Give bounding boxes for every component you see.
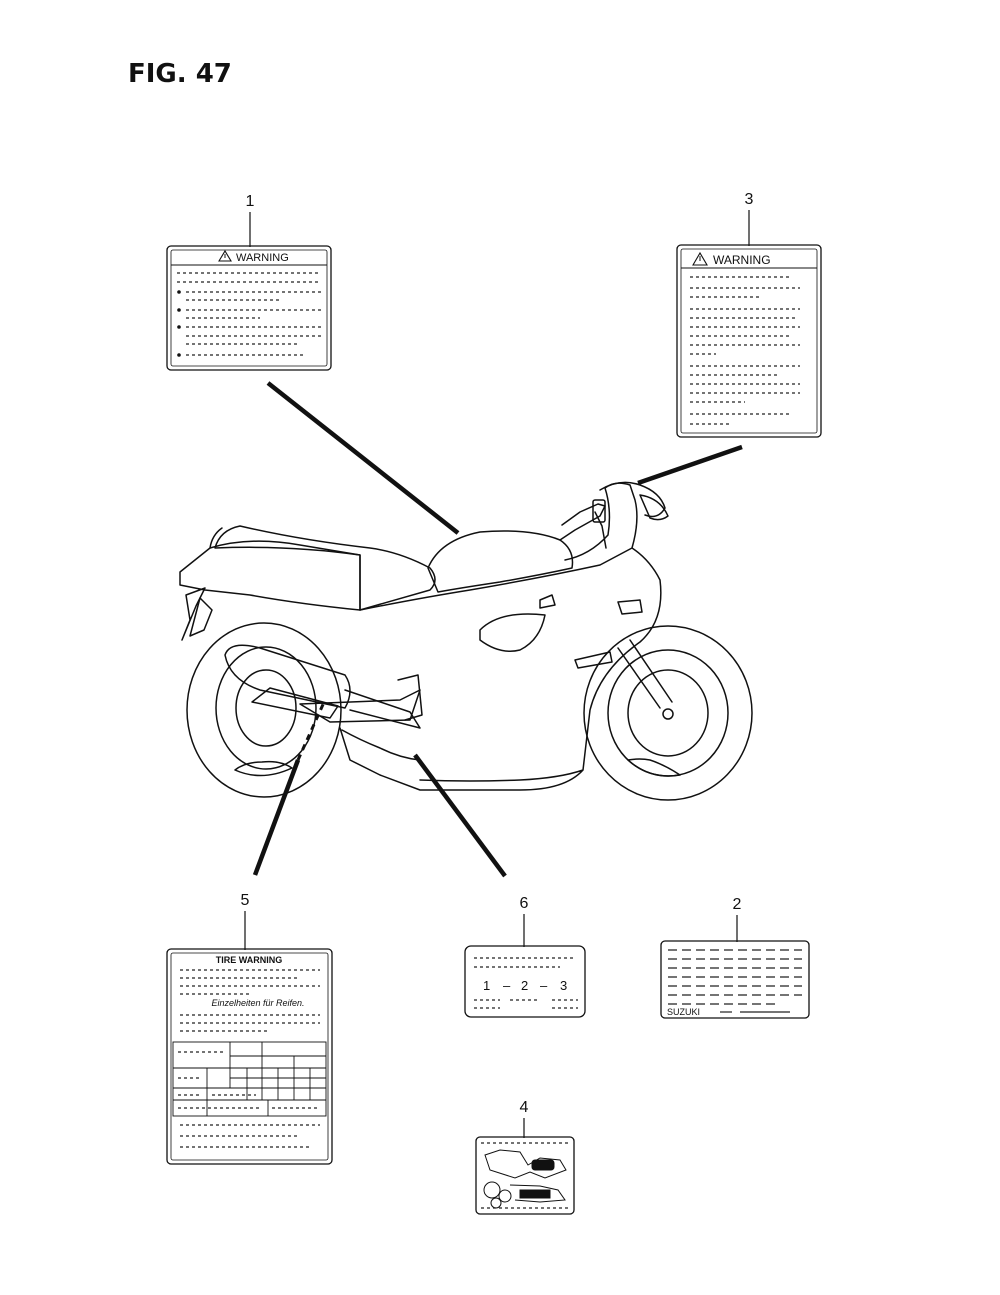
warning-triangle-icon (692, 251, 708, 266)
label-1-outline (166, 245, 332, 371)
label-3-heading: WARNING (713, 253, 771, 267)
label-1-group[interactable]: 1 WARNING (166, 193, 332, 371)
label-6-text-lines (474, 957, 578, 1009)
svg-text:–: – (540, 978, 548, 993)
leader-line-label-5 (252, 759, 301, 876)
label-6-sequence: 1 – 2 – 3 (483, 978, 567, 993)
callout-number-3: 3 (745, 191, 754, 208)
motorcycle-illustration (179, 481, 753, 801)
label-4-group[interactable]: 4 (475, 1099, 575, 1215)
front-wheel (583, 625, 753, 801)
label-6-group[interactable]: 6 1 – 2 – 3 (464, 895, 586, 1018)
callout-number-5: 5 (241, 892, 250, 909)
label-1-heading: WARNING (236, 252, 289, 264)
side-vent (479, 613, 546, 652)
leader-line-label-6 (413, 753, 507, 878)
leader-lines (252, 381, 743, 878)
label-5-heading: TIRE WARNING (216, 955, 283, 965)
label-1-text-lines (177, 272, 321, 357)
leader-line-label-1 (266, 381, 460, 535)
fairing (339, 482, 662, 791)
label-5-text-lines (180, 969, 320, 995)
label-2-outline (660, 940, 810, 1019)
leader-line-label-3 (637, 444, 743, 486)
svg-text:–: – (503, 978, 511, 993)
label-3-text-lines (690, 276, 800, 425)
svg-text:1: 1 (483, 978, 490, 993)
callout-number-1: 1 (246, 193, 255, 210)
front-fork (617, 639, 673, 709)
label-5-footer-lines (180, 1124, 320, 1148)
label-4-schematic-illustration (481, 1142, 568, 1209)
label-5-outline (166, 948, 333, 1165)
label-4-outline (475, 1136, 575, 1215)
label-5-tire-pressure-table (172, 1041, 327, 1117)
callout-number-4: 4 (520, 1099, 529, 1116)
label-3-group[interactable]: 3 WARNING (676, 191, 822, 438)
label-5-subheading: Einzelheiten für Reifen. (211, 998, 304, 1008)
seat (214, 525, 436, 611)
svg-text:3: 3 (560, 978, 567, 993)
label-5-body-lines (180, 1014, 320, 1032)
svg-text:2: 2 (521, 978, 528, 993)
rear-wheel (186, 622, 342, 798)
label-2-group[interactable]: 2 SUZUKI (660, 896, 810, 1019)
label-6-outline (464, 945, 586, 1018)
fuel-tank (427, 530, 574, 593)
label-5-group[interactable]: 5 TIRE WARNING Einzelheiten für Reifen. (166, 892, 333, 1165)
label-3-outline (676, 244, 822, 438)
warning-triangle-icon (218, 249, 232, 262)
label-2-brand: SUZUKI (667, 1007, 700, 1017)
label-2-text-lines (668, 949, 802, 1013)
callout-number-2: 2 (733, 896, 742, 913)
callout-number-6: 6 (520, 895, 529, 912)
exhaust-muffler (224, 644, 351, 709)
figure-title: FIG. 47 (128, 59, 232, 89)
swingarm (299, 689, 421, 723)
